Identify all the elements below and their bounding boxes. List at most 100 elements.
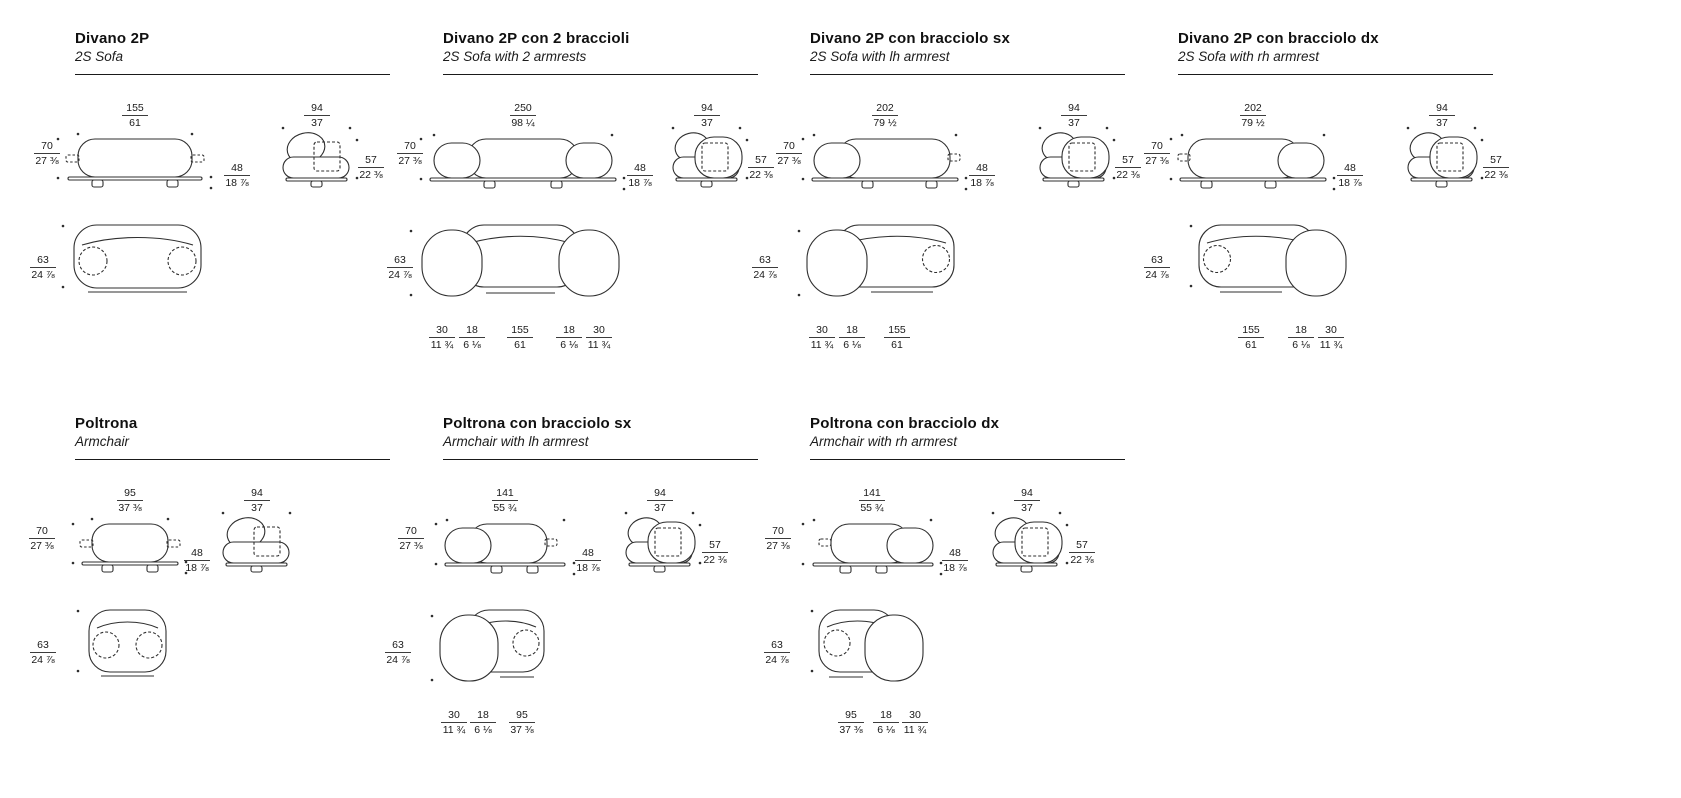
dim-inch-value: 37 ⅜ bbox=[118, 502, 142, 515]
dim-cm-value: 63 bbox=[759, 254, 771, 266]
dim-cm-value: 155 bbox=[1242, 324, 1260, 336]
product-card-divano-2p-bracciolo-dx: Divano 2P con bracciolo dx 2S Sofa with … bbox=[1133, 30, 1509, 390]
side-view-drawing bbox=[671, 126, 749, 188]
dim-cm-value: 94 bbox=[1436, 102, 1448, 114]
product-subtitle: Armchair with rh armrest bbox=[810, 434, 958, 449]
title-rule bbox=[443, 74, 758, 75]
dim-line bbox=[29, 538, 55, 540]
product-subtitle: Armchair with lh armrest bbox=[443, 434, 589, 449]
product-subtitle: 2S Sofa with lh armrest bbox=[810, 49, 950, 64]
dim-line bbox=[702, 552, 728, 554]
product-subtitle: 2S Sofa bbox=[75, 49, 124, 64]
side-view-drawing bbox=[624, 511, 702, 573]
product-card-poltrona-bracciolo-dx: Poltrona con bracciolo dx Armchair with … bbox=[764, 415, 1135, 775]
dim-cm-value: 48 bbox=[949, 547, 961, 559]
dim-cm-value: 18 bbox=[563, 324, 575, 336]
dim-inch-value: 61 bbox=[1245, 339, 1257, 352]
dim-line bbox=[873, 722, 899, 724]
dim-cm-value: 63 bbox=[37, 254, 49, 266]
dim-inch-value: 61 bbox=[514, 339, 526, 352]
dim-line bbox=[429, 337, 455, 339]
dim-inch-value: 18 ⅞ bbox=[970, 177, 994, 190]
dim-line bbox=[1238, 337, 1264, 339]
dim-line bbox=[765, 538, 791, 540]
dim-line bbox=[1240, 115, 1266, 117]
dim-inch-value: 24 ⅞ bbox=[388, 269, 412, 282]
dim-line bbox=[902, 722, 928, 724]
dim-line bbox=[397, 153, 423, 155]
front-view-drawing bbox=[434, 518, 576, 576]
dim-cm-value: 202 bbox=[1244, 102, 1262, 114]
front-view-drawing bbox=[801, 518, 943, 576]
dim-inch-value: 6 ⅛ bbox=[1292, 339, 1310, 352]
dim-inch-value: 98 ¼ bbox=[511, 117, 535, 130]
dim-cm-value: 63 bbox=[394, 254, 406, 266]
dim-line bbox=[387, 267, 413, 269]
dim-line bbox=[507, 337, 533, 339]
side-view-drawing bbox=[1406, 126, 1484, 188]
dim-line bbox=[859, 500, 885, 502]
dim-line bbox=[1144, 153, 1170, 155]
dim-inch-value: 18 ⅞ bbox=[576, 562, 600, 575]
dim-line bbox=[509, 722, 535, 724]
dim-cm-value: 18 bbox=[880, 709, 892, 721]
dim-line bbox=[358, 167, 384, 169]
title-rule bbox=[75, 74, 390, 75]
dim-inch-value: 37 bbox=[311, 117, 323, 130]
dim-inch-value: 61 bbox=[891, 339, 903, 352]
dim-inch-value: 22 ⅜ bbox=[1116, 169, 1140, 182]
title-rule bbox=[810, 74, 1125, 75]
dim-line bbox=[647, 500, 673, 502]
dim-line bbox=[304, 115, 330, 117]
title-rule bbox=[810, 459, 1125, 460]
product-subtitle: 2S Sofa with rh armrest bbox=[1178, 49, 1320, 64]
plan-view-drawing bbox=[61, 224, 202, 293]
front-view-drawing bbox=[56, 132, 213, 190]
dim-line bbox=[627, 175, 653, 177]
dim-line bbox=[244, 500, 270, 502]
dim-line bbox=[872, 115, 898, 117]
dim-line bbox=[459, 337, 485, 339]
dim-cm-value: 57 bbox=[755, 154, 767, 166]
dim-cm-value: 63 bbox=[1151, 254, 1163, 266]
dim-cm-value: 48 bbox=[1344, 162, 1356, 174]
dim-inch-value: 22 ⅜ bbox=[1484, 169, 1508, 182]
dim-cm-value: 94 bbox=[311, 102, 323, 114]
dim-inch-value: 22 ⅜ bbox=[359, 169, 383, 182]
dim-line bbox=[1483, 167, 1509, 169]
dim-cm-value: 70 bbox=[772, 525, 784, 537]
dim-cm-value: 94 bbox=[1068, 102, 1080, 114]
dim-line bbox=[969, 175, 995, 177]
plan-view-drawing bbox=[797, 224, 955, 297]
front-view-drawing bbox=[801, 133, 968, 191]
dim-inch-value: 6 ⅛ bbox=[474, 724, 492, 737]
dim-inch-value: 61 bbox=[129, 117, 141, 130]
dim-inch-value: 24 ⅞ bbox=[31, 654, 55, 667]
dim-inch-value: 18 ⅞ bbox=[225, 177, 249, 190]
dim-cm-value: 30 bbox=[593, 324, 605, 336]
side-view-drawing bbox=[281, 126, 359, 188]
dim-cm-value: 30 bbox=[1325, 324, 1337, 336]
dim-cm-value: 70 bbox=[41, 140, 53, 152]
